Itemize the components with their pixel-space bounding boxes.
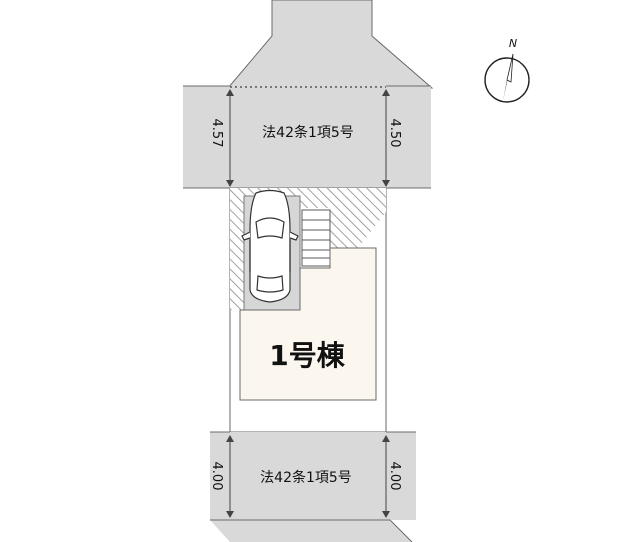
north-road-band [183,86,431,188]
entry-steps [301,209,331,267]
north-road: 4.57 4.50 法42条1項5号 [183,0,434,189]
south-road-width-right: 4.00 [387,462,402,491]
building-footprint [239,247,377,401]
south-road-width-left: 4.00 [209,462,224,491]
car-icon [241,189,299,303]
south-road: 4.00 4.00 法42条1項5号 [209,431,416,542]
north-label: N [509,37,517,50]
building-label: 1号棟 [269,339,345,372]
north-arrow-icon: N [484,37,530,103]
setback-hatch-left [230,188,244,310]
south-road-band [210,432,416,542]
north-road-label: 法42条1項5号 [262,124,354,141]
north-road-width-right: 4.50 [387,119,402,148]
lot: 1号棟 [229,187,387,433]
north-road-width-left: 4.57 [209,119,224,148]
south-road-label: 法42条1項5号 [260,469,352,486]
north-road-extension [226,0,434,89]
setback-hatch-right [330,188,386,248]
